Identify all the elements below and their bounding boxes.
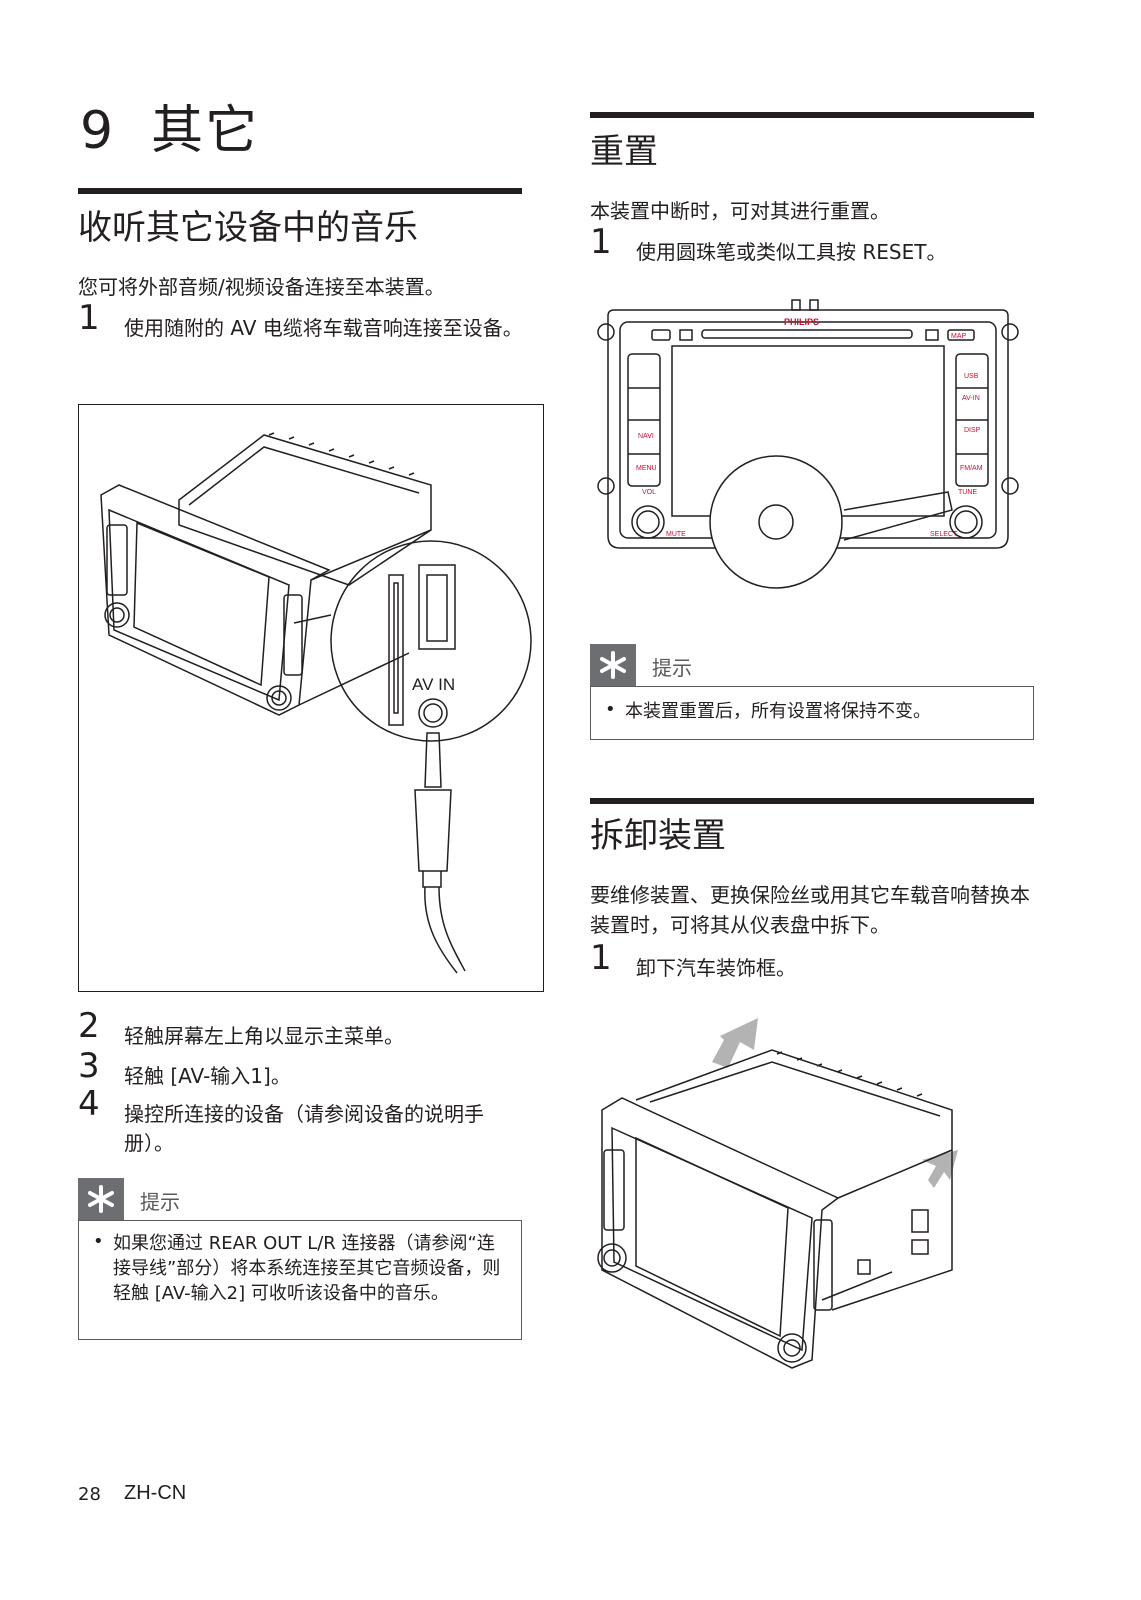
vol-label: VOL bbox=[642, 489, 656, 496]
usb-label: USB bbox=[964, 373, 979, 380]
reset-step-1: 1 使用圆珠笔或类似工具按 RESET。 bbox=[590, 225, 1040, 267]
step-1: 1 使用随附的 AV 电缆将车载音响连接至设备。 bbox=[78, 301, 528, 343]
section-rule bbox=[78, 188, 522, 194]
step-number: 1 bbox=[78, 298, 100, 338]
page-number: 28 bbox=[78, 1484, 101, 1505]
av-in-label: AV IN bbox=[412, 675, 455, 694]
device-front-figure: PHILIPS NAVI MENU USB AV-IN DISP FM/AM V… bbox=[592, 296, 1024, 616]
step-number: 1 bbox=[590, 938, 612, 978]
language-code: ZH-CN bbox=[124, 1482, 187, 1504]
step-number: 4 bbox=[78, 1084, 100, 1124]
step-4: 4 操控所连接的设备（请参阅设备的说明手册）。 bbox=[78, 1087, 528, 1158]
section-title-reset: 重置 bbox=[590, 132, 658, 172]
brand-label: PHILIPS bbox=[784, 317, 819, 327]
map-label: MAP bbox=[951, 333, 967, 340]
tip-label: 提示 bbox=[140, 1190, 180, 1214]
step-number: 1 bbox=[590, 222, 612, 262]
tip-text-right: 本装置重置后，所有设置将保持不变。 bbox=[625, 701, 931, 722]
tip-icon-right bbox=[590, 644, 636, 686]
step-text: 轻触 [AV-输入1]。 bbox=[124, 1064, 291, 1088]
disp-label: DISP bbox=[964, 427, 981, 434]
tip-box: • 如果您通过 REAR OUT L/R 连接器（请参阅“连接导线”部分）将本系… bbox=[78, 1220, 522, 1340]
menu-label: MENU bbox=[636, 465, 657, 472]
asterisk-icon bbox=[600, 651, 626, 679]
step-text: 轻触屏幕左上角以显示主菜单。 bbox=[124, 1024, 404, 1048]
section-title-remove: 拆卸装置 bbox=[590, 816, 726, 856]
asterisk-icon bbox=[88, 1185, 114, 1213]
remove-intro: 要维修装置、更换保险丝或用其它车载音响替换本装置时，可将其从仪表盘中拆下。 bbox=[590, 883, 1030, 937]
step-text: 卸下汽车装饰框。 bbox=[636, 956, 796, 980]
step-2: 2 轻触屏幕左上角以显示主菜单。 bbox=[78, 1009, 528, 1051]
reset-intro: 本装置中断时，可对其进行重置。 bbox=[590, 199, 890, 223]
chapter-number: 9 bbox=[80, 101, 116, 161]
remove-step-1: 1 卸下汽车装饰框。 bbox=[590, 941, 1040, 983]
tip-box-right: • 本装置重置后，所有设置将保持不变。 bbox=[590, 686, 1034, 740]
fm-am-label: FM/AM bbox=[960, 465, 983, 472]
navi-label: NAVI bbox=[638, 433, 654, 440]
tip-label-right: 提示 bbox=[652, 656, 692, 680]
tune-label: TUNE bbox=[958, 489, 977, 496]
removal-figure bbox=[592, 1010, 1012, 1370]
intro-text: 您可将外部音频/视频设备连接至本装置。 bbox=[78, 275, 445, 299]
head-unit-front-illustration: PHILIPS NAVI MENU USB AV-IN DISP FM/AM V… bbox=[597, 299, 1019, 589]
head-unit-removal-illustration bbox=[597, 1018, 958, 1369]
chapter-heading: 9 其它 bbox=[80, 88, 259, 163]
remove-rule bbox=[590, 798, 1034, 804]
arrow-icon bbox=[712, 1018, 758, 1068]
car-unit-av-in-illustration: AV IN bbox=[100, 432, 532, 974]
step-text: 使用随附的 AV 电缆将车载音响连接至设备。 bbox=[124, 316, 523, 340]
step-number: 2 bbox=[78, 1006, 100, 1046]
step-number: 3 bbox=[78, 1046, 100, 1086]
select-label: SELECT bbox=[930, 531, 958, 538]
av-in-button-label: AV-IN bbox=[962, 395, 980, 402]
step-3: 3 轻触 [AV-输入1]。 bbox=[78, 1049, 528, 1091]
av-in-figure: AV IN bbox=[78, 404, 544, 992]
section-title-music: 收听其它设备中的音乐 bbox=[78, 208, 418, 248]
step-text: 操控所连接的设备（请参阅设备的说明手册）。 bbox=[124, 1102, 484, 1155]
bullet: • bbox=[605, 699, 616, 720]
tip-text: 如果您通过 REAR OUT L/R 连接器（请参阅“连接导线”部分）将本系统连… bbox=[113, 1233, 501, 1304]
step-text: 使用圆珠笔或类似工具按 RESET。 bbox=[636, 240, 947, 264]
mute-label: MUTE bbox=[666, 531, 686, 538]
tip-icon bbox=[78, 1178, 124, 1220]
bullet: • bbox=[93, 1231, 104, 1252]
chapter-title: 其它 bbox=[151, 101, 260, 161]
reset-rule bbox=[590, 112, 1034, 118]
